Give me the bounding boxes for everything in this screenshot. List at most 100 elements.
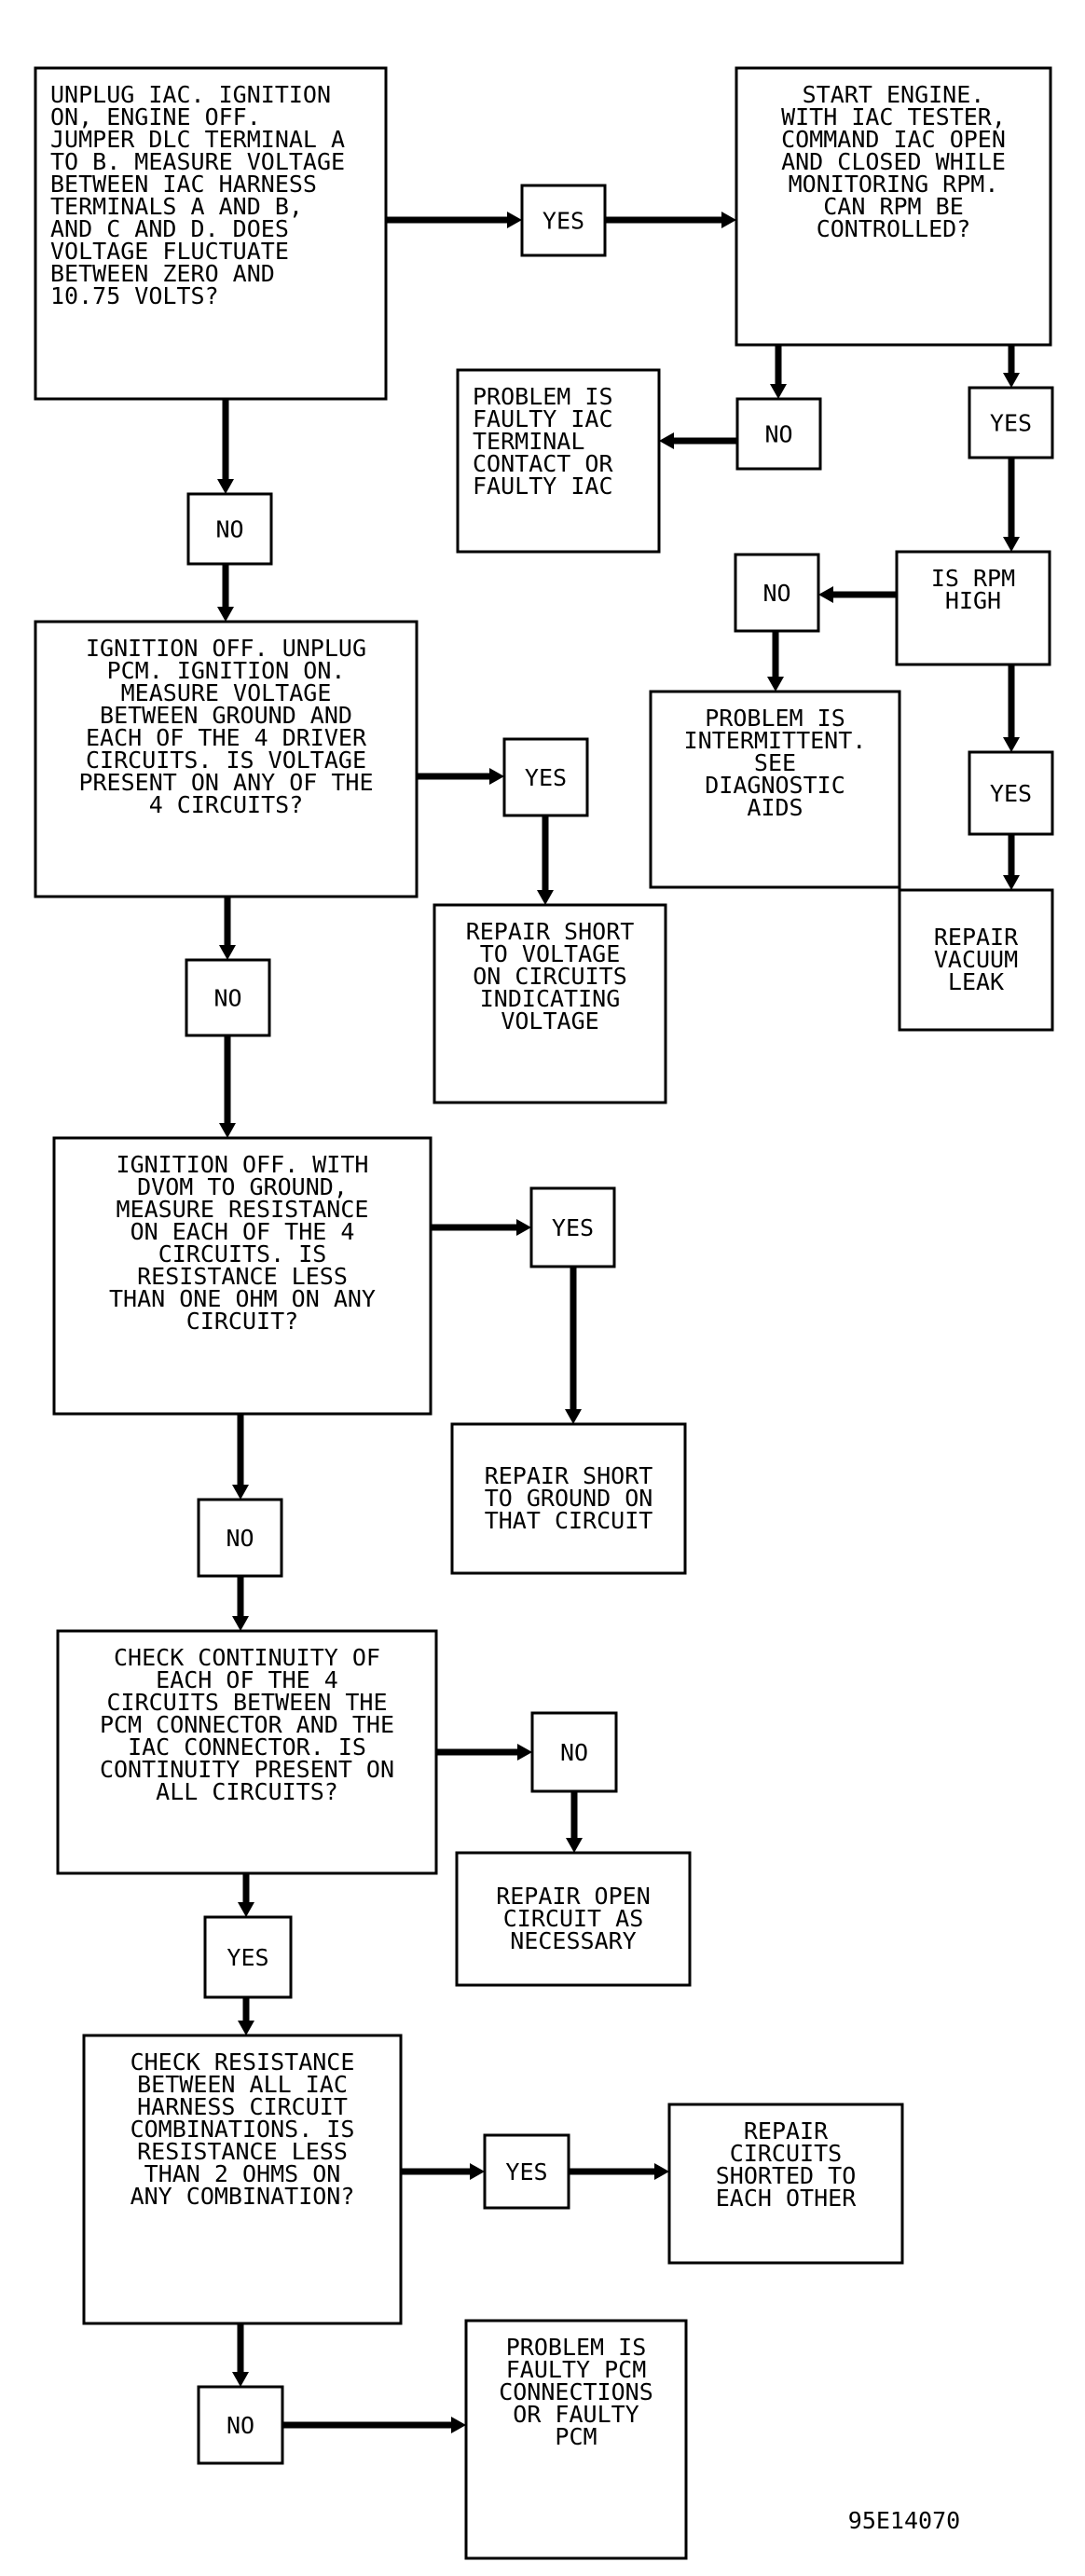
connector-arrow — [770, 345, 787, 399]
node-text-line: DIAGNOSTIC — [705, 772, 845, 799]
node-text-line: MEASURE RESISTANCE — [117, 1196, 369, 1223]
node-text-line: REPAIR — [934, 924, 1019, 951]
connector-arrow — [659, 432, 737, 449]
node-text-line: TERMINALS A AND B, — [50, 193, 303, 220]
node-text-line: REPAIR — [744, 2117, 829, 2144]
node-q2-yes: YES — [968, 386, 1054, 459]
node-box — [529, 1186, 616, 1268]
node-text-line: COMMAND IAC OPEN — [781, 126, 1006, 153]
node-text-line: CIRCUITS — [730, 2140, 842, 2167]
node-q4-yes: YES — [502, 737, 589, 817]
node-box — [197, 1498, 283, 1578]
arrowhead — [1003, 373, 1020, 388]
node-text-line: FAULTY PCM — [506, 2356, 647, 2383]
node-text-line: START ENGINE. — [803, 81, 985, 108]
node-text-line: CONNECTIONS — [499, 2378, 653, 2405]
node-box — [433, 903, 667, 1104]
node-box — [82, 2034, 403, 2325]
connector-arrow — [1003, 665, 1020, 752]
node-text-line: IGNITION OFF. WITH — [117, 1151, 369, 1178]
node-q5-yes: YES — [529, 1186, 616, 1268]
node-text-line: FAULTY IAC — [473, 405, 613, 432]
node-box — [450, 1422, 687, 1575]
node-box — [197, 2385, 284, 2465]
node-text-line: SHORTED TO — [716, 2162, 857, 2189]
node-text-line: DVOM TO GROUND, — [137, 1173, 348, 1200]
arrowhead — [537, 890, 554, 905]
node-text-line: EACH OF THE 4 — [156, 1666, 338, 1693]
node-text-line: HARNESS CIRCUIT — [137, 2093, 348, 2120]
arrowhead — [1003, 875, 1020, 890]
node-text-line: ANY COMBINATION? — [130, 2183, 355, 2210]
node-text-line: JUMPER DLC TERMINAL A — [50, 126, 345, 153]
arrowhead — [770, 384, 787, 399]
arrowhead — [232, 2372, 249, 2387]
node-text-line: IS RPM — [931, 565, 1015, 592]
connector-arrow — [417, 768, 504, 785]
node-text-line: INTERMITTENT. — [684, 727, 867, 754]
node-text-line: CIRCUIT AS — [503, 1905, 644, 1932]
node-q6-no: NO — [530, 1711, 618, 1793]
node-text-line: LEAK — [948, 968, 1004, 995]
node-text-line: NO — [226, 1525, 254, 1552]
node-box — [734, 553, 820, 633]
node-box — [735, 397, 822, 471]
node-text-line: WITH IAC TESTER, — [781, 103, 1006, 130]
arrowhead — [818, 586, 833, 603]
arrowhead — [1003, 537, 1020, 552]
arrowhead — [470, 2163, 485, 2180]
node-text-line: TO GROUND ON — [485, 1485, 653, 1512]
node-box — [455, 1851, 692, 1987]
node-text-line: NO — [762, 580, 790, 607]
node-text-line: EACH OTHER — [716, 2185, 857, 2212]
node-box — [968, 750, 1054, 836]
arrowhead — [507, 212, 522, 228]
node-box — [502, 737, 589, 817]
connector-arrow — [238, 1873, 254, 1917]
node-text-line: PROBLEM IS — [705, 705, 845, 732]
connector-arrow — [401, 2163, 485, 2180]
connector-arrow — [1003, 458, 1020, 552]
node-text-line: REPAIR SHORT — [466, 918, 635, 945]
node-text-line: AND CLOSED WHILE — [781, 148, 1006, 175]
node-text-line: NECESSARY — [510, 1927, 636, 1954]
node-text-line: RESISTANCE LESS — [137, 1263, 348, 1290]
node-text-line: 4 CIRCUITS? — [149, 791, 304, 818]
node-text-line: INDICATING — [480, 985, 621, 1012]
node-text-line: VOLTAGE — [501, 1007, 598, 1035]
node-text-line: NO — [227, 2412, 254, 2439]
connector-arrow — [569, 2163, 669, 2180]
node-text-line: CHECK CONTINUITY OF — [114, 1644, 380, 1671]
connector-arrow — [566, 1791, 583, 1853]
node-text-line: PCM. IGNITION ON. — [107, 657, 346, 684]
node-text-line: BETWEEN GROUND AND — [100, 702, 352, 729]
node-text-line: ON CIRCUITS — [473, 963, 627, 990]
node-text-line: HIGH — [945, 587, 1001, 614]
node-box — [483, 2133, 570, 2210]
node-text-line: THAN 2 OHMS ON — [144, 2160, 341, 2187]
node-text-line: MONITORING RPM. — [789, 171, 999, 198]
node-text-line: IGNITION OFF. UNPLUG — [86, 635, 366, 662]
connector-arrow — [818, 586, 897, 603]
arrowhead — [659, 432, 674, 449]
node-text-line: ON, ENGINE OFF. — [50, 103, 261, 130]
node-text-line: RESISTANCE LESS — [137, 2138, 348, 2165]
arrowhead — [654, 2163, 669, 2180]
node-text-line: YES — [525, 764, 567, 791]
node-text-line: EACH OF THE 4 DRIVER — [86, 724, 367, 751]
node-text-line: IAC CONNECTOR. IS — [128, 1733, 366, 1761]
connector-arrow — [537, 815, 554, 905]
node-text-line: BETWEEN ALL IAC — [137, 2071, 348, 2098]
arrowhead — [721, 212, 736, 228]
connector-arrow — [219, 897, 236, 960]
node-box — [52, 1136, 433, 1416]
connector-arrow — [217, 399, 234, 494]
node-box — [898, 888, 1054, 1032]
connector-arrow — [219, 1035, 236, 1138]
